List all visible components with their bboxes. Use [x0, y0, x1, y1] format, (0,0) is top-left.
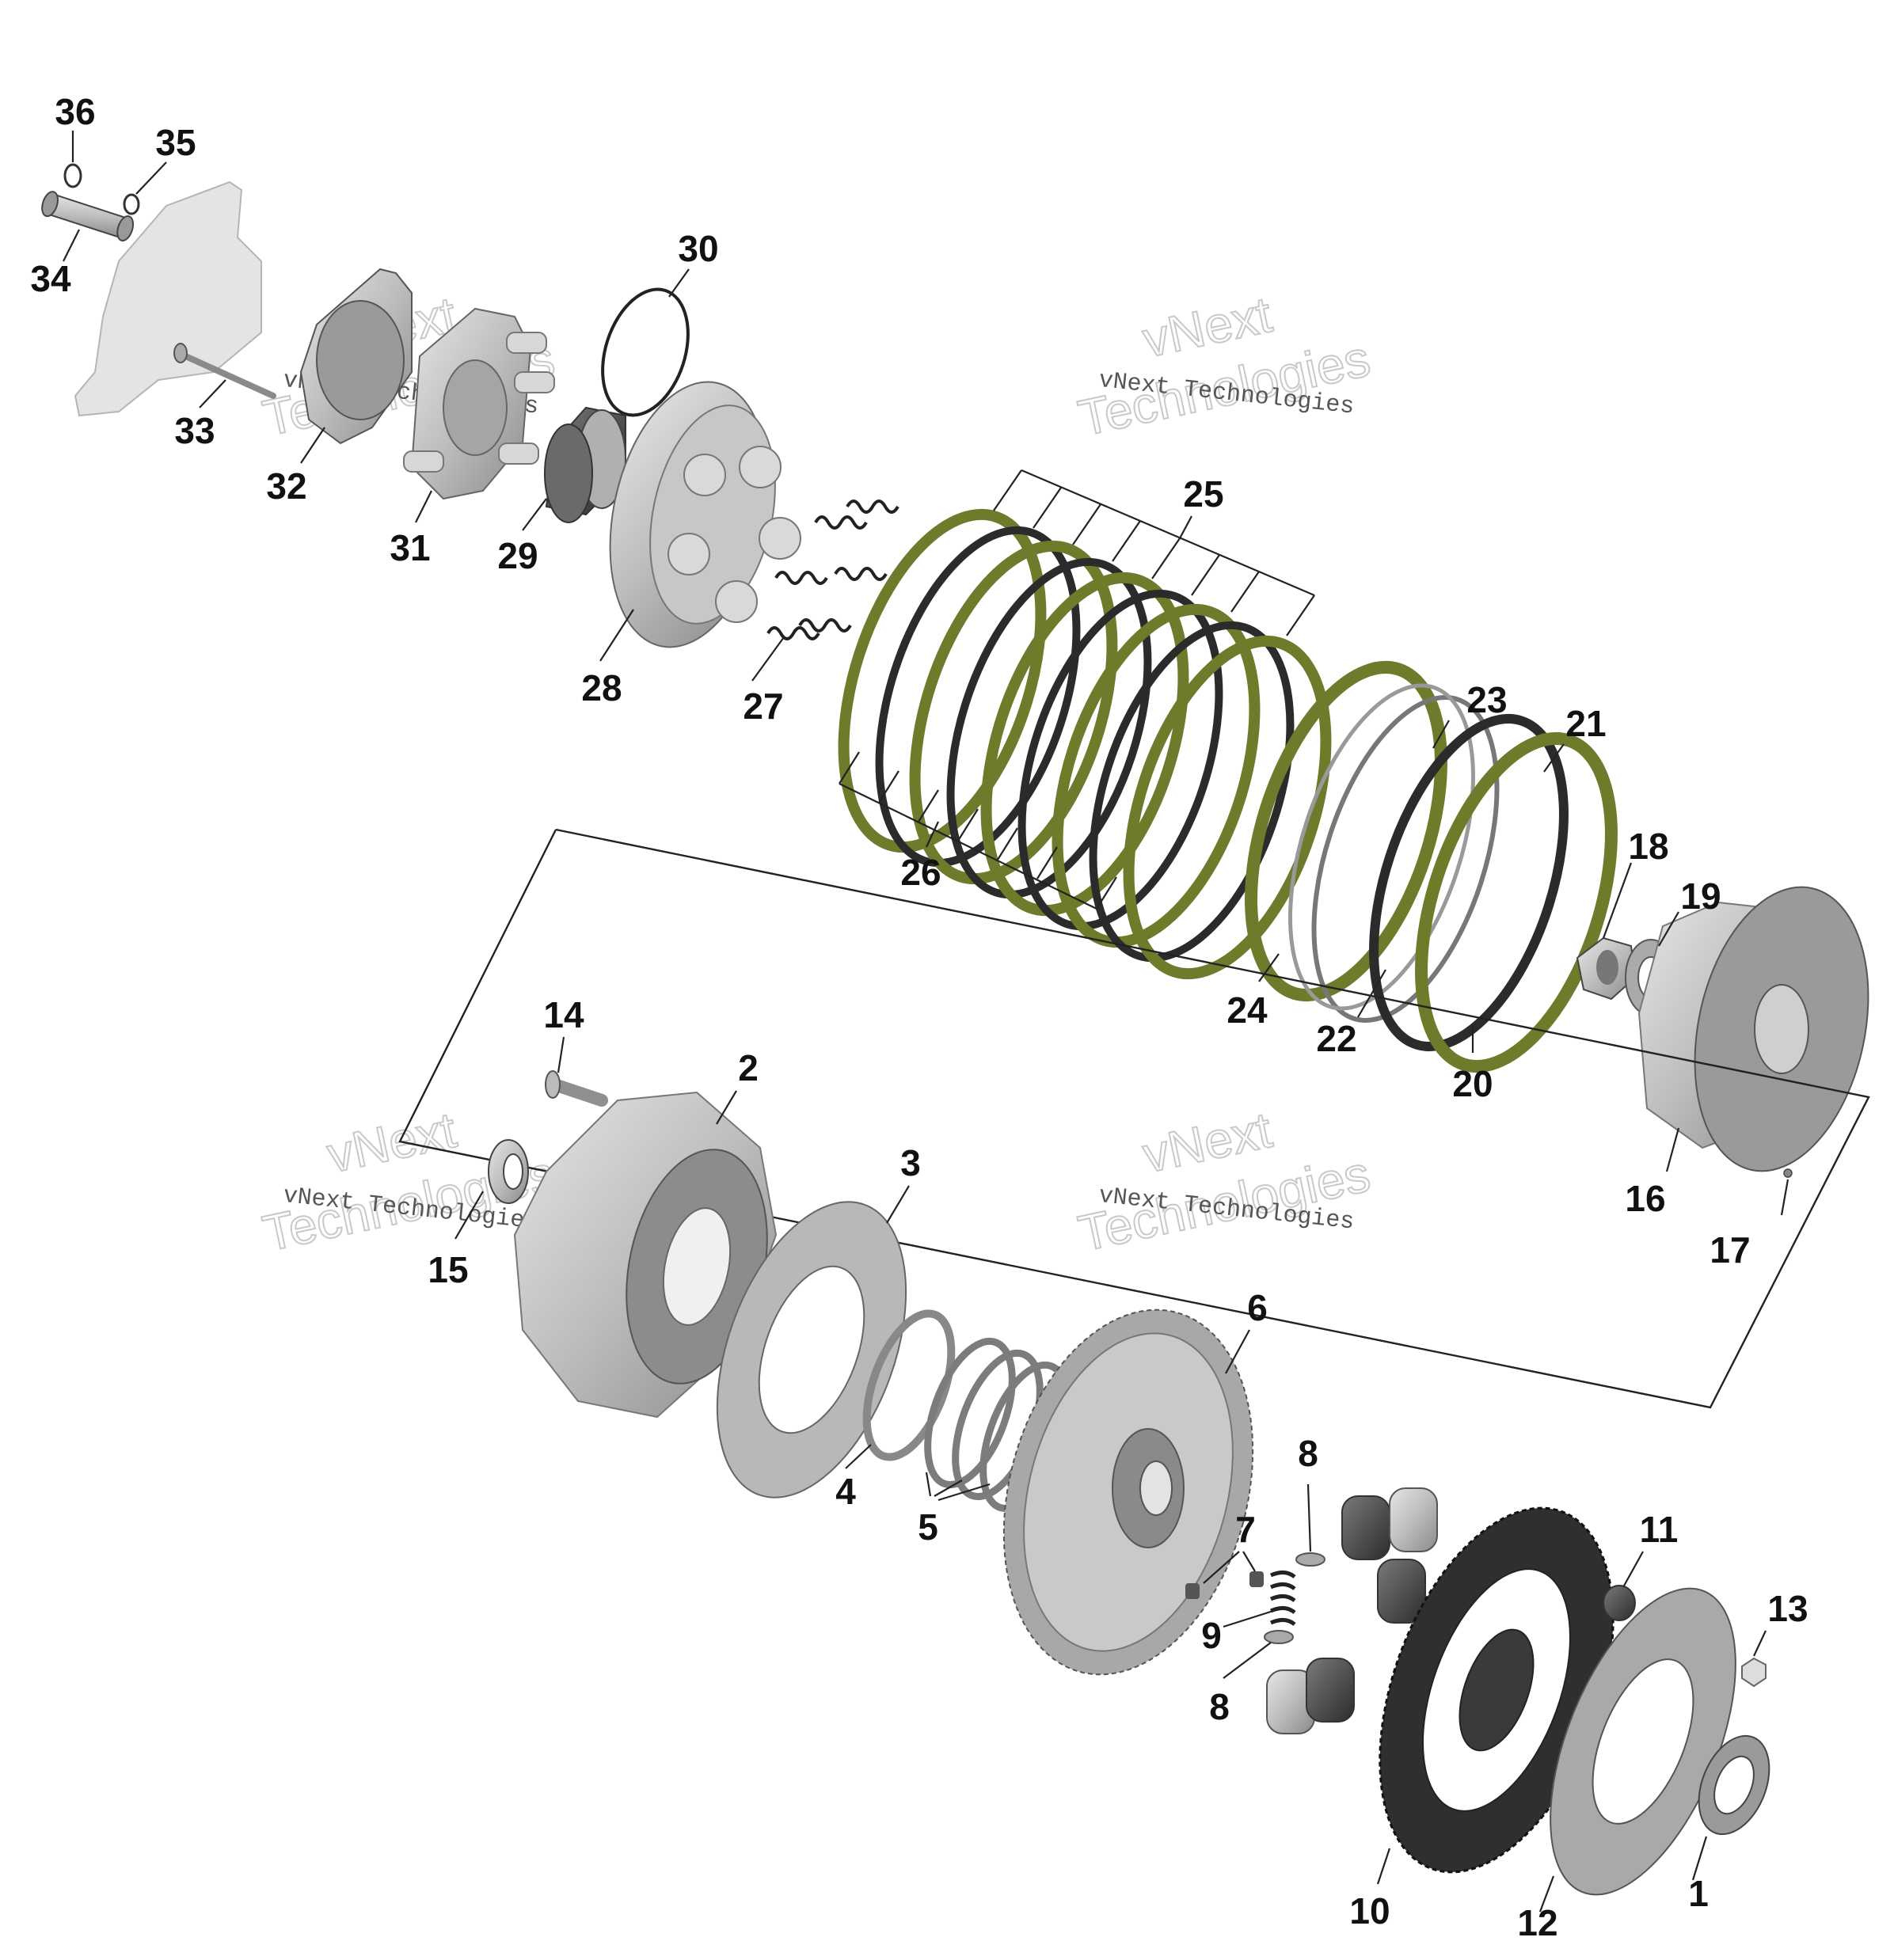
- bracket-26: [839, 751, 1117, 910]
- part-16-clutch-hub: [1637, 886, 1869, 1172]
- part-14-bolt: [545, 1070, 608, 1107]
- callout-18: 18: [1628, 826, 1668, 867]
- part-28-pressure-plate: [609, 381, 801, 648]
- callout-31: 31: [390, 527, 430, 568]
- part-35-ring: [123, 193, 140, 215]
- callout-15: 15: [428, 1249, 468, 1290]
- part-9-spring: [1269, 1571, 1296, 1627]
- callout-34: 34: [30, 258, 71, 299]
- callout-1: 1: [1688, 1873, 1709, 1914]
- callout-4: 4: [835, 1471, 856, 1512]
- callout-3: 3: [900, 1142, 921, 1183]
- callout-26: 26: [900, 852, 941, 893]
- part-33-bolt: [173, 343, 276, 399]
- part-22-ring: [1288, 683, 1475, 1011]
- part-25-26-clutch-pack: [838, 508, 1332, 980]
- part-31-hub: [403, 307, 555, 500]
- part-13-nut: [1741, 1657, 1767, 1688]
- part-29-bearing: [544, 406, 626, 523]
- callout-2: 2: [738, 1047, 759, 1088]
- callout-6: 6: [1247, 1287, 1268, 1328]
- part-34-pin: [41, 191, 135, 242]
- part-3-damper-plate: [716, 1201, 907, 1498]
- callout-8-bottom: 8: [1209, 1686, 1230, 1727]
- callout-8-top: 8: [1298, 1433, 1318, 1474]
- part-damper-cylinders: [1266, 1487, 1438, 1734]
- part-6-driven-gear: [1002, 1309, 1254, 1676]
- part-12-plate: [1550, 1587, 1736, 1896]
- callout-14: 14: [543, 994, 584, 1035]
- callout-28: 28: [581, 667, 622, 708]
- callout-36: 36: [55, 91, 95, 132]
- callout-7: 7: [1235, 1509, 1256, 1550]
- bracket-25: [993, 469, 1315, 636]
- leader-lines: [63, 131, 1789, 1913]
- part-8-seats: [1264, 1552, 1325, 1644]
- callout-5: 5: [918, 1506, 938, 1548]
- part-4-ring: [862, 1309, 956, 1461]
- callout-16: 16: [1625, 1178, 1665, 1219]
- callout-33: 33: [174, 410, 215, 451]
- lower-assembly-frame: [398, 828, 1870, 1409]
- callout-17: 17: [1710, 1229, 1750, 1271]
- callout-9: 9: [1201, 1615, 1222, 1656]
- part-30-o-ring: [601, 287, 690, 417]
- callout-20: 20: [1452, 1063, 1493, 1104]
- part-11-collar: [1603, 1585, 1636, 1621]
- part-32-cover-plate: [299, 268, 413, 445]
- part-7-damper-rubbers: [1185, 1571, 1264, 1599]
- callout-27: 27: [743, 686, 783, 727]
- part-15-bearing: [488, 1139, 529, 1204]
- part-17-ball: [1783, 1168, 1793, 1178]
- callout-32: 32: [266, 465, 306, 507]
- callout-25: 25: [1183, 473, 1223, 515]
- callout-29: 29: [497, 535, 538, 576]
- part-20-friction-disc: [1415, 731, 1618, 1073]
- part-24-friction-disc: [1245, 660, 1447, 1002]
- callout-23: 23: [1466, 679, 1507, 720]
- callout-19: 19: [1680, 876, 1721, 917]
- watermark-2: vNext Technologies vNext Technologies: [1073, 285, 1375, 448]
- part-27-springs: [766, 499, 899, 640]
- watermark-4: vNext Technologies vNext Technologies: [1073, 1100, 1375, 1263]
- part-21-steel-plate: [1369, 713, 1569, 1052]
- callout-22: 22: [1316, 1018, 1356, 1059]
- callout-24: 24: [1227, 989, 1268, 1031]
- part-36-ring: [63, 163, 82, 188]
- part-23-ring: [1311, 695, 1500, 1023]
- callout-11: 11: [1640, 1509, 1679, 1550]
- callout-35: 35: [155, 122, 196, 163]
- callout-10: 10: [1349, 1890, 1390, 1932]
- callout-labels: 1 2 3 4 5 6 7 8 8 9 10 11 12 13 14 15 16…: [30, 91, 1808, 1943]
- callout-30: 30: [678, 228, 718, 269]
- callout-13: 13: [1767, 1588, 1808, 1629]
- callout-21: 21: [1565, 703, 1606, 744]
- part-1-washer: [1698, 1734, 1770, 1836]
- callout-12: 12: [1517, 1902, 1557, 1943]
